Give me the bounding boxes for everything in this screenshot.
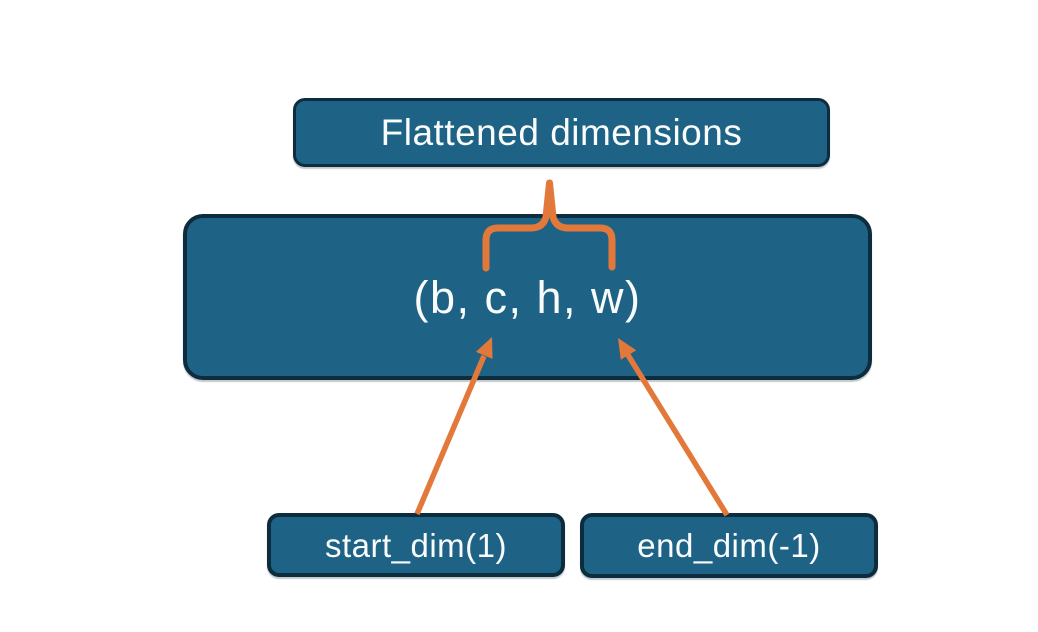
node-flattened-dimensions: Flattened dimensions xyxy=(293,98,830,167)
tensor-shape-label: (b, c, h, w) xyxy=(413,271,642,323)
node-tensor-shape: (b, c, h, w) xyxy=(183,214,872,380)
node-end-dim: end_dim(-1) xyxy=(580,513,878,578)
flattened-dimensions-label: Flattened dimensions xyxy=(380,112,743,153)
node-start-dim: start_dim(1) xyxy=(267,513,565,577)
end-dim-label: end_dim(-1) xyxy=(637,527,821,564)
start-dim-label: start_dim(1) xyxy=(324,526,508,564)
